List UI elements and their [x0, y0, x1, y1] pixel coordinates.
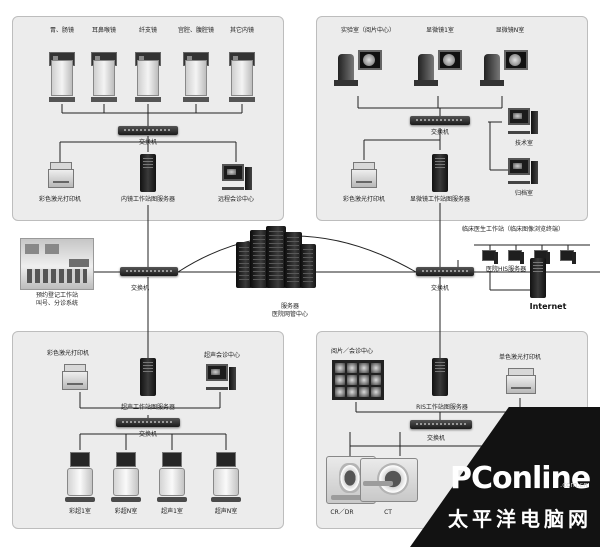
ultrasound-consult-workstation-icon [206, 364, 236, 390]
ultrasound-machine-icon [211, 452, 241, 502]
ultrasound-machine-icon [157, 452, 187, 502]
registration-hall-photo [20, 238, 94, 290]
endoscope-cart-icon [181, 52, 211, 102]
endoscopy-switch-label: 交换机 [138, 139, 158, 146]
radiology-switch-label: 交换机 [426, 435, 446, 442]
microscope-station-icon [334, 48, 382, 88]
radiology-modality-label-1: CR／DR [330, 509, 354, 516]
pathology-lab-label-1: 实验室（阅片中心） [340, 27, 396, 34]
mono-laser-printer-icon [506, 368, 536, 394]
radiology-switch-icon [410, 420, 472, 429]
endoscopy-server-icon [140, 154, 156, 192]
internet-label: Internet [529, 302, 567, 311]
endoscopy-server-label: 内镜工作站图服务器 [120, 196, 176, 203]
reading-monitor-wall-icon [332, 360, 384, 400]
ultrasound-server-label: 超声工作站图服务器 [120, 404, 176, 411]
ultrasound-room-label-1: 彩超1室 [69, 508, 91, 515]
radiology-consult-label: 阅片／会诊中心 [330, 348, 374, 355]
pathology-lab-label-2: 显微镜1室 [426, 27, 454, 34]
endoscopy-device-label-4: 宫腔、腹腔镜 [177, 27, 215, 34]
ris-server-label: RIS工作站图服务器 [416, 404, 468, 411]
endoscopy-device-label-1: 胃、肠镜 [49, 27, 75, 34]
datacenter-servers-icon [236, 226, 316, 288]
pathology-switch-icon [410, 116, 470, 125]
ultrasound-switch-icon [116, 418, 180, 427]
endoscopy-switch-icon [118, 126, 178, 135]
ultrasound-room-label-3: 超声1室 [161, 508, 183, 515]
color-laser-printer-icon [351, 162, 377, 188]
remote-consult-workstation-icon [222, 164, 252, 190]
watermark-brand: PConline [450, 461, 591, 496]
pconline-watermark: PConline .com.cn 太平洋电脑网 [410, 407, 600, 547]
datacenter-label: 服务器 医院网管中心 [271, 303, 309, 318]
core-switch-left-label: 交换机 [130, 285, 150, 292]
endoscope-cart-icon [89, 52, 119, 102]
clinical-terminal-icon [560, 250, 576, 264]
endoscope-cart-icon [133, 52, 163, 102]
ultrasound-switch-label: 交换机 [138, 431, 158, 438]
pathology-server-icon [432, 154, 448, 192]
endoscope-cart-icon [47, 52, 77, 102]
ultrasound-machine-icon [111, 452, 141, 502]
endoscopy-printer-label: 彩色激光打印机 [38, 196, 82, 203]
endoscope-cart-icon [227, 52, 257, 102]
endoscopy-consult-label: 远程会诊中心 [217, 196, 255, 203]
color-laser-printer-icon [62, 364, 88, 390]
core-switch-left-icon [120, 267, 178, 276]
core-switch-right-icon [416, 267, 474, 276]
clinical-terminal-icon [508, 250, 524, 264]
ultrasound-printer-label: 彩色激光打印机 [46, 350, 90, 357]
watermark-chinese: 太平洋电脑网 [448, 507, 592, 531]
clinical-terminal-icon [482, 250, 498, 264]
radiology-printer-label: 单色激光打印机 [498, 354, 542, 361]
clinical-workstation-label: 临床医生工作站（临床图像浏览终端） [462, 226, 565, 233]
color-laser-printer-icon [48, 162, 74, 188]
pathology-lab-label-3: 显微镜N室 [495, 27, 525, 34]
his-server-label: 医院HIS服务器 [486, 266, 527, 273]
pathology-server-label: 显微镜工作站图服务器 [409, 196, 471, 203]
watermark-domain: .com.cn [560, 481, 588, 489]
endoscopy-device-label-5: 其它内镜 [229, 27, 255, 34]
microscope-station-icon [414, 48, 462, 88]
microscope-station-icon [480, 48, 528, 88]
core-switch-right-label: 交换机 [430, 285, 450, 292]
endoscopy-device-label-2: 耳鼻喉镜 [91, 27, 117, 34]
tech-room-label: 技术室 [514, 140, 534, 147]
endoscopy-device-label-3: 纤支镜 [138, 27, 158, 34]
ultrasound-server-icon [140, 358, 156, 396]
archive-room-workstation-icon [508, 158, 538, 184]
radiology-modality-label-2: CT [384, 509, 392, 516]
ultrasound-room-label-4: 超声N室 [214, 508, 238, 515]
ultrasound-machine-icon [65, 452, 95, 502]
his-server-icon [530, 258, 546, 298]
ultrasound-consult-label: 超声会诊中心 [203, 352, 241, 359]
ris-server-icon [432, 358, 448, 396]
archive-room-label: 归档室 [514, 190, 534, 197]
tech-room-workstation-icon [508, 108, 538, 134]
ultrasound-room-label-2: 彩超N室 [114, 508, 138, 515]
pathology-switch-label: 交换机 [430, 129, 450, 136]
registration-label: 预约登记工作站 叫号、分诊系统 [36, 292, 79, 307]
ct-scanner-icon [360, 458, 418, 502]
pathology-printer-label: 彩色激光打印机 [342, 196, 386, 203]
